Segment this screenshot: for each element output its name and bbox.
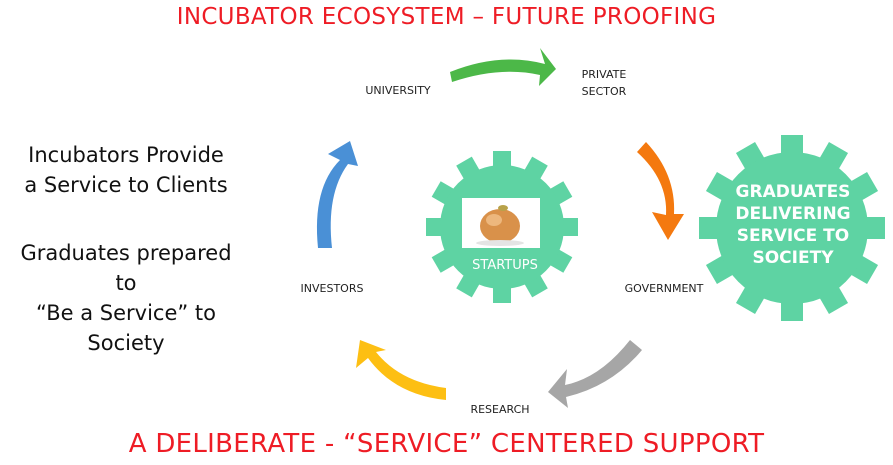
arrow-government-to-research [548, 340, 642, 408]
node-research: RESEARCH [470, 403, 530, 416]
arrow-private-to-government [637, 142, 684, 240]
bottom-title: A DELIBERATE - “SERVICE” CENTERED SUPPOR… [128, 429, 765, 459]
statement-line: “Be a Service” to [35, 301, 217, 325]
node-line: SECTOR [581, 85, 627, 98]
incubators-statement: Incubators Provide a Service to Clients [6, 140, 246, 200]
arrow-university-to-private [450, 48, 556, 86]
graduates-label-line: GRADUATES [735, 182, 851, 202]
graduates-label: GRADUATES DELIVERING SERVICE TO SOCIETY [723, 181, 863, 269]
graduates-label-line: DELIVERING [735, 204, 851, 224]
statement-line: Society [87, 331, 165, 355]
page-title: INCUBATOR ECOSYSTEM – FUTURE PROOFING [176, 4, 717, 30]
arrow-investors-to-university [316, 141, 358, 248]
statement-line: to [115, 271, 137, 295]
node-university: UNIVERSITY [365, 84, 431, 97]
arrow-research-to-investors [356, 340, 446, 400]
node-private-sector: PRIVATE SECTOR [554, 66, 654, 100]
graduates-label-line: SERVICE TO [736, 226, 850, 246]
statement-line: a Service to Clients [24, 173, 228, 197]
node-government: GOVERNMENT [624, 282, 704, 295]
startups-gear [426, 151, 578, 303]
statement-line: Incubators Provide [28, 143, 224, 167]
graduates-label-line: SOCIETY [752, 248, 834, 268]
graduates-gear [699, 135, 885, 321]
statement-line: Graduates prepared [20, 241, 232, 265]
node-investors: INVESTORS [300, 282, 364, 295]
egg-image [462, 198, 540, 248]
graduates-statement: Graduates prepared to “Be a Service” to … [6, 238, 246, 358]
node-line: PRIVATE [581, 68, 627, 81]
startups-label: STARTUPS [472, 258, 538, 273]
